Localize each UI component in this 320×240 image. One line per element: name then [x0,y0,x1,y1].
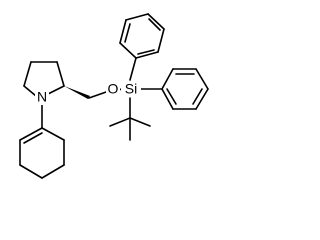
n-label-background [35,91,49,105]
ph1-bond-2 [119,19,127,44]
ph2-bond-6 [161,88,174,110]
right-phenyl-ring [139,68,209,110]
bond-c6prime-c1prime-inner [23,132,43,144]
molecule-structure-svg: N O Si [19,13,209,179]
oxygen-atom-label: O [108,81,119,97]
bond-c4prime-c5prime [19,164,43,179]
stereo-wedge-bond [64,86,90,99]
bond-cq-me2 [129,117,151,127]
molecule-structure-canvas: N O Si [19,13,209,179]
upper-phenyl-ring [119,13,165,81]
bond-si-ph1 [129,57,137,81]
ph1-bond-1 [119,42,137,59]
ph2-bond-4 [195,88,209,110]
pyrrolidine-ring [23,61,65,98]
o-label-background [106,83,120,97]
ph1-bond-3 [125,13,149,21]
bond-c1prime-c2prime [41,127,65,141]
si-label-background [121,81,141,97]
ph1-bond-4 [147,13,165,30]
silicon-atom-label: Si [125,81,137,97]
ph1-bond-5 [157,28,165,53]
tert-butyl-group [109,97,151,141]
bond-c5-n [23,85,37,97]
ph2-inner-2 [192,88,203,105]
ph2-bond-1 [161,68,174,90]
nitrogen-atom-label: N [37,89,47,105]
bond-c2-c3 [56,61,65,87]
ph1-inner-1 [124,23,131,43]
bond-ch2-o [88,90,110,99]
ph2-bond-3 [195,68,209,90]
bond-c6prime-c1prime [19,127,43,141]
ph2-inner-3 [166,88,177,105]
atom-labels: N O Si [35,81,141,105]
bond-c3prime-c4prime [41,164,65,179]
ph1-bond-6 [135,51,159,59]
ph1-inner-3 [137,49,155,55]
cyclohexenyl-ring [19,102,65,179]
bond-c4-c5 [23,61,32,87]
bond-cq-me1 [109,117,131,127]
ph1-inner-2 [148,18,161,31]
